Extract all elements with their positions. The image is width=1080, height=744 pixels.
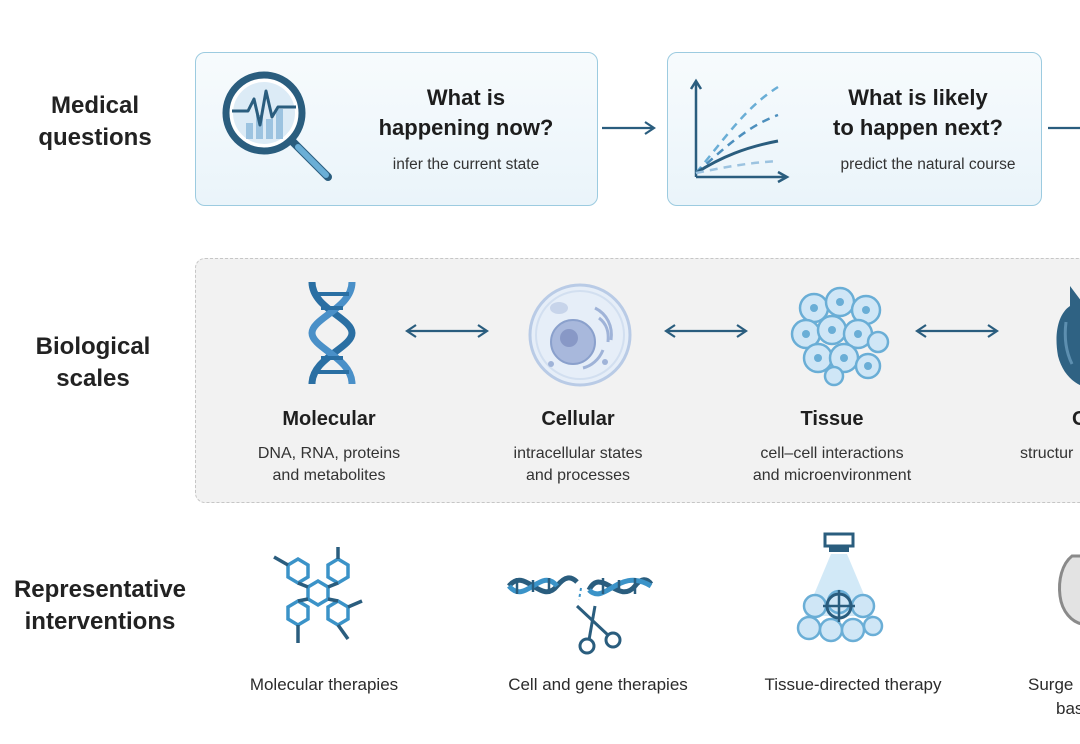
intervention-label-molecular: Molecular therapies [249,675,399,694]
trajectory-chart-icon [689,78,790,184]
intervention-label-line: Surge [1028,675,1074,694]
scale-desc-line: and microenvironment [752,467,912,484]
tissue-icon [790,286,890,387]
row-label-medical-questions: Medical questions [20,90,170,154]
right-arrow-icon [1048,126,1080,130]
scale-desc-molecular: DNA, RNA, proteins and metabolites [219,443,439,487]
scale-desc-line: structur [1020,445,1074,462]
double-arrow-icon [915,324,999,338]
intervention-label-cell-gene: Cell and gene therapies [508,675,688,694]
scale-desc-cellular: intracellular states and processes [468,443,688,487]
question-title: What is likely to happen next? [808,83,1028,143]
row-label-line: scales [56,365,130,392]
scale-desc-line: DNA, RNA, proteins [257,445,401,462]
double-arrow-icon [405,324,489,338]
row-label-line: questions [38,124,152,151]
intervention-label-tissue: Tissue-directed therapy [764,675,942,694]
scale-desc-tissue: cell–cell interactions and microenvironm… [717,443,947,487]
question-title-line: What is [426,85,506,110]
dna-icon [308,281,356,385]
row-label-line: interventions [24,608,176,635]
scale-desc-line: and metabolites [272,467,386,484]
magnifier-chart-icon [222,71,332,181]
gene-scissors-icon [507,575,654,655]
question-box-next-state: What is likely to happen next? predict t… [667,52,1042,206]
row-label-line: Representative [13,576,187,603]
row-label-line: Medical [50,92,140,119]
scale-desc-line: and processes [525,467,631,484]
scale-desc-line: cell–cell interactions [760,445,904,462]
question-title-line: happening now? [378,115,554,140]
row-label-line: Biological [35,333,151,360]
scale-title-tissue: Tissue [800,408,864,430]
row-label-biological-scales: Biological scales [18,331,168,395]
intervention-label-surgery: Surge bas [1028,675,1080,719]
cell-icon [528,283,632,387]
scale-title-molecular: Molecular [282,408,376,430]
scale-title-cellular: Cellular [541,408,615,430]
row-label-representative-interventions: Representative interventions [0,574,200,638]
molecule-icon [273,547,363,643]
intervention-label-line: bas [1056,699,1080,718]
double-arrow-icon [664,324,748,338]
organ-icon [1056,286,1080,386]
scale-desc-organ: structur [1020,443,1080,465]
question-subtitle: infer the current state [392,156,540,173]
right-arrow-icon [602,121,656,135]
question-title-line: What is likely [848,85,988,110]
targeted-beam-icon [796,532,884,643]
scale-desc-line: intracellular states [513,445,643,462]
question-title: What is happening now? [346,83,586,143]
surgery-icon [1058,554,1080,625]
question-title-line: to happen next? [833,115,1003,140]
scale-title-organ: O [1072,408,1080,430]
question-subtitle: predict the natural course [840,156,1016,173]
question-box-current-state: What is happening now? infer the current… [195,52,598,206]
